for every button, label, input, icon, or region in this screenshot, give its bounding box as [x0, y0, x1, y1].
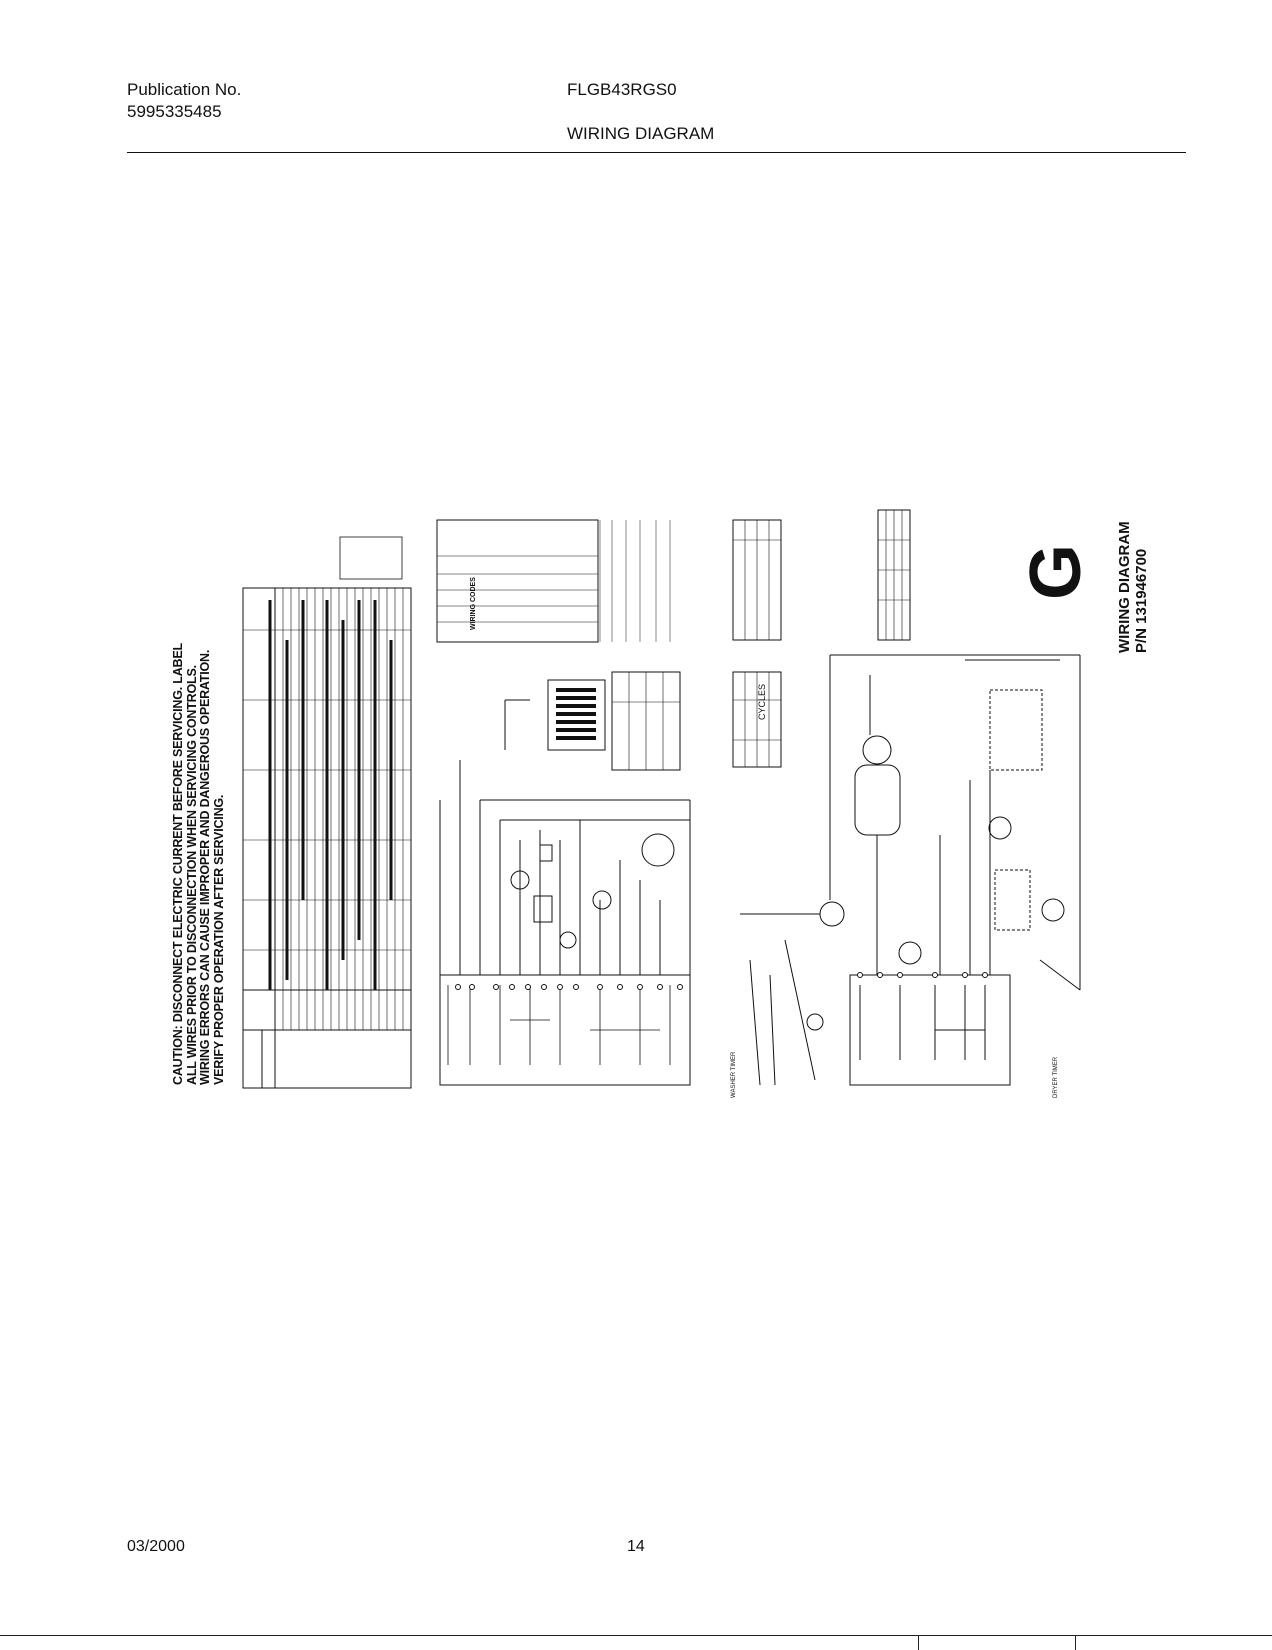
cycles-label: CYCLES [757, 683, 767, 720]
wiring-codes-title: WIRING CODES [470, 577, 477, 630]
notes-block [599, 520, 671, 642]
revision-letter: G [1016, 543, 1096, 600]
switch-detail [504, 679, 606, 751]
part-number: P/N 131946700 [1133, 548, 1150, 653]
footer-divider [1075, 1635, 1076, 1650]
dryer-timer-label: DRYER TIMER [1053, 1056, 1059, 1098]
caution-line: CAUTION: DISCONNECT ELECTRIC CURRENT BEF… [171, 643, 185, 1085]
publication-date: 03/2000 [127, 1538, 185, 1555]
temperature-table [611, 671, 681, 771]
publication-number: 5995335485 [127, 102, 222, 121]
caution-line: WIRING ERRORS CAN CAUSE IMPROPER AND DAN… [198, 649, 212, 1085]
washer-timer-schematic [439, 760, 691, 1086]
publication-label: Publication No. [127, 80, 242, 99]
model-number: FLGB43RGS0 [567, 80, 677, 99]
timer-sequence-chart [242, 536, 412, 1089]
header-rule [127, 152, 1186, 153]
caution-notice: CAUTION: DISCONNECT ELECTRIC CURRENT BEF… [171, 643, 226, 1085]
footer-divider [918, 1635, 919, 1650]
diagram-label: WIRING DIAGRAM [1116, 521, 1133, 653]
washer-timer-label: WASHER TIMER [731, 1051, 737, 1098]
page-title: WIRING DIAGRAM [567, 124, 715, 143]
fabric-selector-table [877, 509, 911, 641]
wiring-codes-legend [436, 519, 599, 643]
page-number: 14 [627, 1538, 645, 1555]
cycles-table [732, 519, 782, 768]
footer-rule [0, 1635, 1272, 1636]
caution-line: VERIFY PROPER OPERATION AFTER SERVICING. [211, 794, 226, 1085]
diagram-part-label: WIRING DIAGRAM P/N 131946700 [1116, 521, 1150, 653]
dryer-schematic [740, 654, 1081, 1086]
caution-line: ALL WIRES PRIOR TO DISCONNECTION WHEN SE… [184, 665, 199, 1085]
